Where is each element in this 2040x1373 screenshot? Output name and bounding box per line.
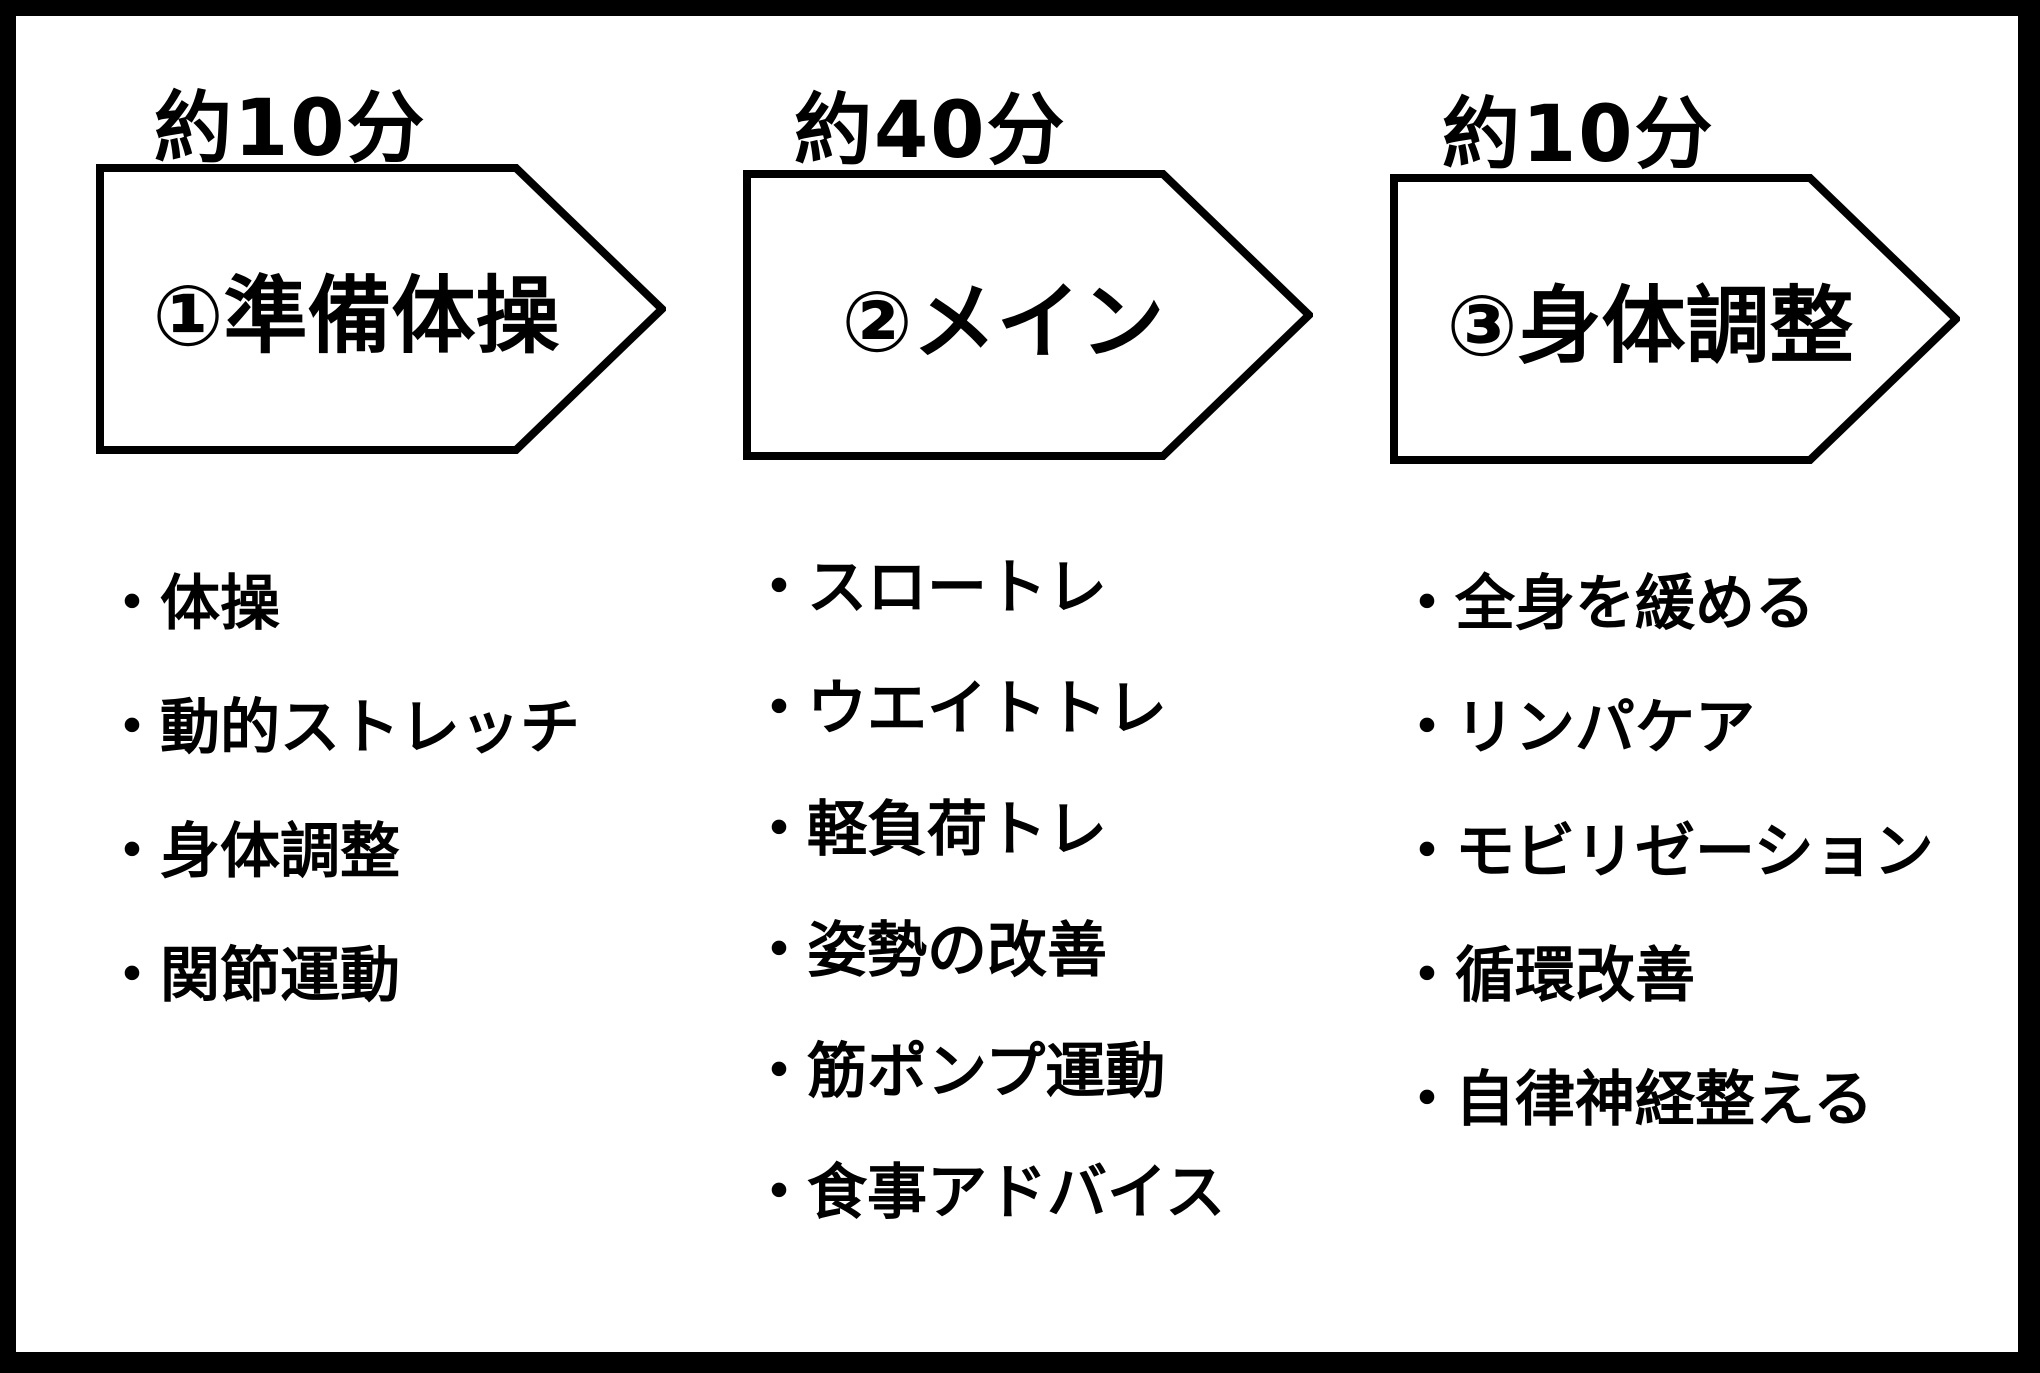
- stage-2-arrow: ②メイン: [743, 170, 1313, 460]
- stage-2-label: ②メイン: [841, 272, 1165, 371]
- stage-2-items: スロートレ ウエイトトレ 軽負荷トレ 姿勢の改善 筋ポンプ運動 食事アドバイス: [749, 528, 1225, 1254]
- stage-3-label: ③身体調整: [1446, 276, 1854, 375]
- stage-2-item: ウエイトトレ: [749, 649, 1225, 770]
- stage-3-item: 循環改善: [1397, 914, 1934, 1038]
- stage-2-duration: 約40分: [794, 86, 1067, 176]
- stage-3-items: 全身を緩める リンパケア モビリゼーション 循環改善 自律神経整える: [1397, 542, 1934, 1162]
- stage-1-item: 関節運動: [102, 914, 580, 1038]
- stage-3-item: 自律神経整える: [1397, 1038, 1934, 1162]
- stage-1-item: 動的ストレッチ: [102, 666, 580, 790]
- stage-1-item: 体操: [102, 542, 580, 666]
- stage-1-arrow: ①準備体操: [96, 164, 666, 454]
- stage-2-item: 姿勢の改善: [749, 891, 1225, 1012]
- stage-1-label: ①準備体操: [152, 266, 560, 365]
- stage-1-items: 体操 動的ストレッチ 身体調整 関節運動: [102, 542, 580, 1038]
- stage-1-duration: 約10分: [154, 84, 427, 174]
- stage-3-item: リンパケア: [1397, 666, 1934, 790]
- stage-3-item: モビリゼーション: [1397, 790, 1934, 914]
- diagram-frame: 約10分 ①準備体操 体操 動的ストレッチ 身体調整 関節運動 約40分 ②メイ…: [16, 16, 2018, 1352]
- stage-2-item: スロートレ: [749, 528, 1225, 649]
- stage-2-item: 筋ポンプ運動: [749, 1012, 1225, 1133]
- stage-3-item: 全身を緩める: [1397, 542, 1934, 666]
- stage-3-arrow: ③身体調整: [1390, 174, 1960, 464]
- stage-2-item: 食事アドバイス: [749, 1133, 1225, 1254]
- stage-3-duration: 約10分: [1442, 90, 1715, 180]
- stage-2-item: 軽負荷トレ: [749, 770, 1225, 891]
- stage-1-item: 身体調整: [102, 790, 580, 914]
